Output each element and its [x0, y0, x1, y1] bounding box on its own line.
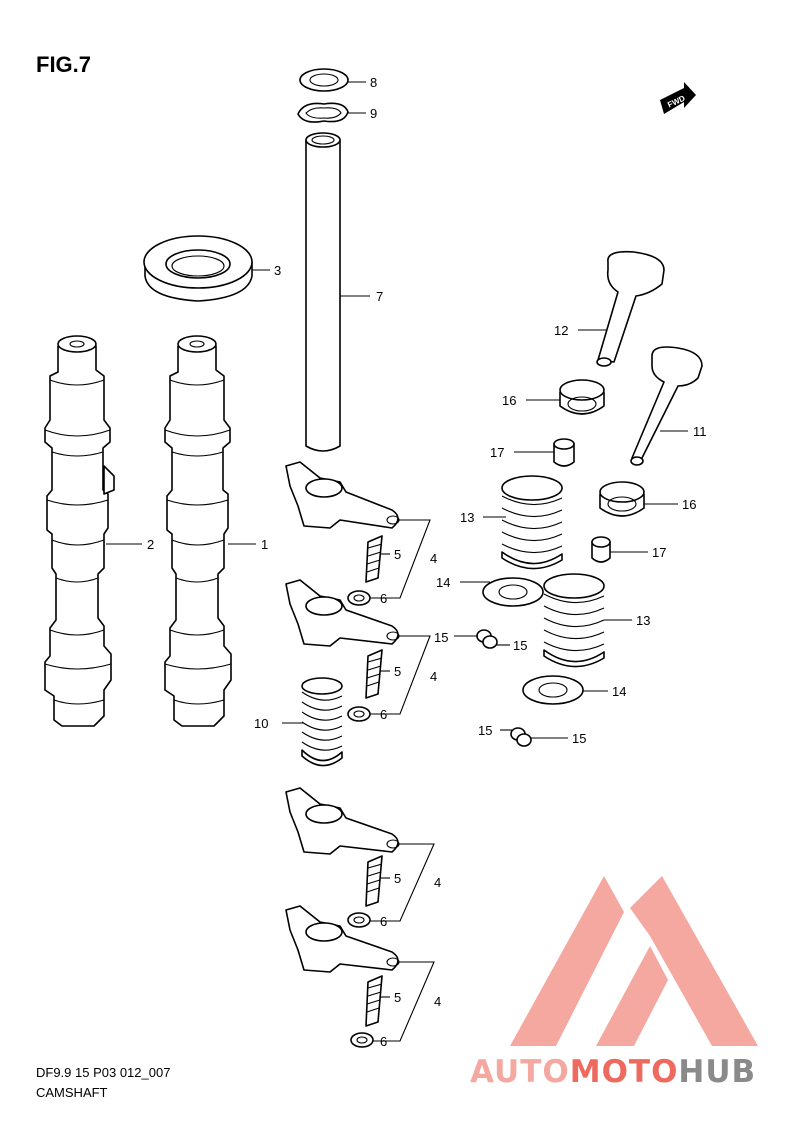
callout-5a: 5 [394, 547, 401, 562]
callout-5d: 5 [394, 990, 401, 1005]
logo-mark-center [596, 946, 668, 1046]
callout-12: 12 [554, 323, 568, 338]
part-15-cotters-b [510, 727, 532, 747]
nut-3 [347, 912, 371, 928]
callout-2: 2 [147, 537, 154, 552]
part-16-seal-b [599, 481, 645, 517]
rocker-arm-3 [285, 787, 400, 855]
callout-14b: 14 [612, 684, 626, 699]
callout-15a: 15 [434, 630, 448, 645]
leader-lines [106, 81, 688, 1042]
nut-4 [350, 1032, 374, 1048]
part-12-valve [596, 250, 665, 367]
part-13-spring-b [543, 573, 605, 668]
callout-4c: 4 [434, 875, 441, 890]
callout-5c: 5 [394, 871, 401, 886]
fwd-arrow-icon: FWD [660, 82, 696, 114]
callout-11: 11 [693, 424, 707, 439]
logo-mark-left [510, 876, 624, 1046]
part-16-seal-a [559, 379, 605, 415]
logo-mark-right [630, 876, 758, 1046]
callout-6c: 6 [380, 914, 387, 929]
callout-14a: 14 [436, 575, 450, 590]
callout-3: 3 [274, 263, 281, 278]
part-3-oil-seal [143, 235, 253, 302]
callout-labels: 8 9 3 7 12 16 11 17 2 1 13 16 5 4 17 14 … [147, 75, 707, 1049]
callout-4b: 4 [430, 669, 437, 684]
callout-17b: 17 [652, 545, 666, 560]
nut-2 [347, 706, 371, 722]
callout-6a: 6 [380, 591, 387, 606]
callout-6d: 6 [380, 1034, 387, 1049]
callout-16b: 16 [682, 497, 696, 512]
adjust-screw-3 [365, 855, 383, 907]
part-17-stem-seal-a [553, 438, 575, 467]
callout-9: 9 [370, 106, 377, 121]
callout-6b: 6 [380, 707, 387, 722]
logo-text: AUTOMOTOHUB [470, 1054, 756, 1090]
adjust-screw-2 [365, 649, 383, 699]
nut-1 [347, 590, 371, 606]
section-name: CAMSHAFT [36, 1085, 108, 1100]
rocker-arm-2 [285, 579, 400, 647]
part-11-valve [630, 346, 703, 466]
callout-5b: 5 [394, 664, 401, 679]
part-15-cotters-a [476, 629, 498, 649]
callout-10: 10 [254, 716, 268, 731]
figure-title: FIG.7 [36, 52, 91, 77]
part-8-seal [299, 68, 349, 92]
callout-13a: 13 [460, 510, 474, 525]
rocker-arm-1 [285, 461, 400, 529]
logo-text-hub: HUB [678, 1054, 756, 1090]
part-13-spring-a [501, 475, 563, 570]
callout-16a: 16 [502, 393, 516, 408]
part-17-stem-seal-b [591, 536, 611, 563]
part-9-o-ring [297, 102, 349, 123]
callout-4a: 4 [430, 551, 437, 566]
part-7-tube [305, 132, 341, 452]
logo-text-moto: MOTO [570, 1054, 679, 1090]
callout-15d: 15 [572, 731, 586, 746]
logo-text-auto: AUTO [470, 1054, 570, 1090]
callout-15c: 15 [478, 723, 492, 738]
callout-7: 7 [376, 289, 383, 304]
automotohub-logo: AUTOMOTOHUB [470, 876, 758, 1090]
part-1-camshaft [164, 335, 232, 727]
part-14-retainer-a [482, 577, 544, 607]
callout-8: 8 [370, 75, 377, 90]
adjust-screw-4 [365, 975, 383, 1027]
callout-17a: 17 [490, 445, 504, 460]
part-2-camshaft [44, 335, 115, 727]
callout-4d: 4 [434, 994, 441, 1009]
callout-15b: 15 [513, 638, 527, 653]
part-10-spring [301, 677, 343, 767]
callout-13b: 13 [636, 613, 650, 628]
part-14-retainer-b [522, 675, 584, 705]
adjust-screw-1 [365, 535, 383, 583]
model-code: DF9.9 15 P03 012_007 [36, 1065, 170, 1080]
callout-1: 1 [261, 537, 268, 552]
